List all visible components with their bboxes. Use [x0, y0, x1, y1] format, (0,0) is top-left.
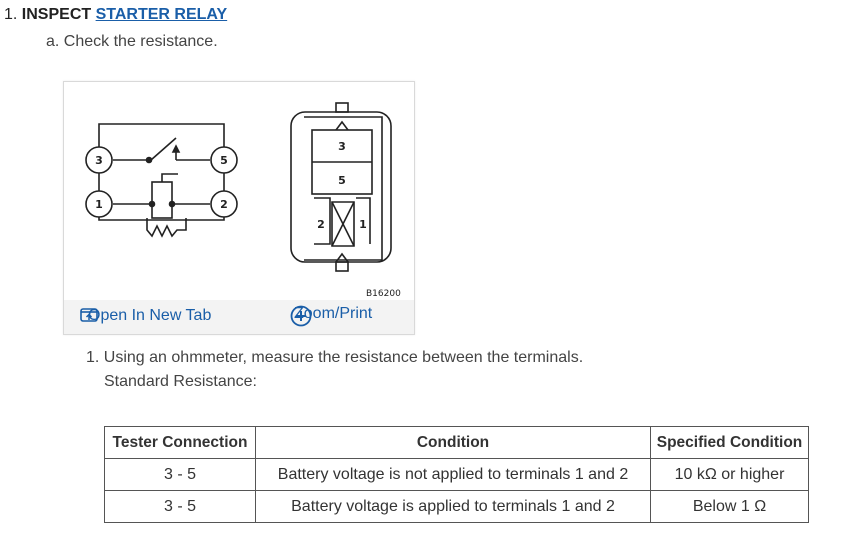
- cell-tester-connection: 3 - 5: [104, 490, 256, 523]
- open-in-new-tab-button[interactable]: Open In New Tab: [80, 307, 211, 325]
- connector-terminal-5: 5: [338, 174, 346, 187]
- header-condition: Condition: [255, 426, 651, 459]
- substep-letter: a.: [46, 33, 60, 50]
- connector-terminal-2: 2: [317, 218, 325, 231]
- table-row: 3 - 5 Battery voltage is not applied to …: [104, 458, 809, 491]
- cell-condition: Battery voltage is not applied to termin…: [255, 458, 651, 491]
- figure-footer: Open In New Tab Zoom/Print: [64, 300, 414, 334]
- table-header-row: Tester Connection Condition Specified Co…: [104, 426, 809, 459]
- terminal-2-label: 2: [220, 198, 228, 211]
- cell-specified-condition: Below 1 Ω: [650, 490, 809, 523]
- header-specified-condition: Specified Condition: [650, 426, 809, 459]
- zoom-print-label: Zoom/Print: [294, 305, 373, 322]
- relay-figure[interactable]: 3 5 1 2 3 5 2 1 B16200: [63, 81, 415, 335]
- relay-connector: [290, 102, 392, 272]
- terminal-5-label: 5: [220, 154, 228, 167]
- relay-diagram: 3 5 1 2 3 5 2 1 B16200: [85, 102, 401, 299]
- resistance-table: Tester Connection Condition Specified Co…: [104, 426, 809, 523]
- step-number: 1.: [4, 6, 18, 23]
- connector-terminal-3: 3: [338, 140, 346, 153]
- schematic-terminal-circles: [85, 146, 238, 218]
- terminal-3-label: 3: [95, 154, 103, 167]
- step-title-prefix: INSPECT: [21, 6, 92, 23]
- substep: a. Check the resistance.: [46, 33, 218, 51]
- figure-code: B16200: [366, 289, 401, 299]
- cell-tester-connection: 3 - 5: [104, 458, 256, 491]
- substep-text: Check the resistance.: [63, 33, 218, 50]
- connector-terminal-1: 1: [359, 218, 367, 231]
- relay-schematic: [98, 123, 225, 238]
- starter-relay-link[interactable]: STARTER RELAY: [95, 6, 228, 23]
- cell-specified-condition: 10 kΩ or higher: [650, 458, 809, 491]
- table-row: 3 - 5 Battery voltage is applied to term…: [104, 490, 809, 523]
- step-heading: 1. INSPECT STARTER RELAY: [4, 6, 227, 24]
- open-in-new-tab-label: Open In New Tab: [88, 307, 212, 324]
- header-tester-connection: Tester Connection: [104, 426, 256, 459]
- instruction-text: Using an ohmmeter, measure the resistanc…: [103, 349, 584, 366]
- zoom-print-button[interactable]: Zoom/Print: [290, 305, 373, 327]
- cell-condition: Battery voltage is applied to terminals …: [255, 490, 651, 523]
- instruction: 1. Using an ohmmeter, measure the resist…: [86, 349, 583, 391]
- standard-resistance-label: Standard Resistance:: [104, 373, 257, 390]
- instruction-number: 1.: [86, 349, 100, 366]
- terminal-1-label: 1: [95, 198, 103, 211]
